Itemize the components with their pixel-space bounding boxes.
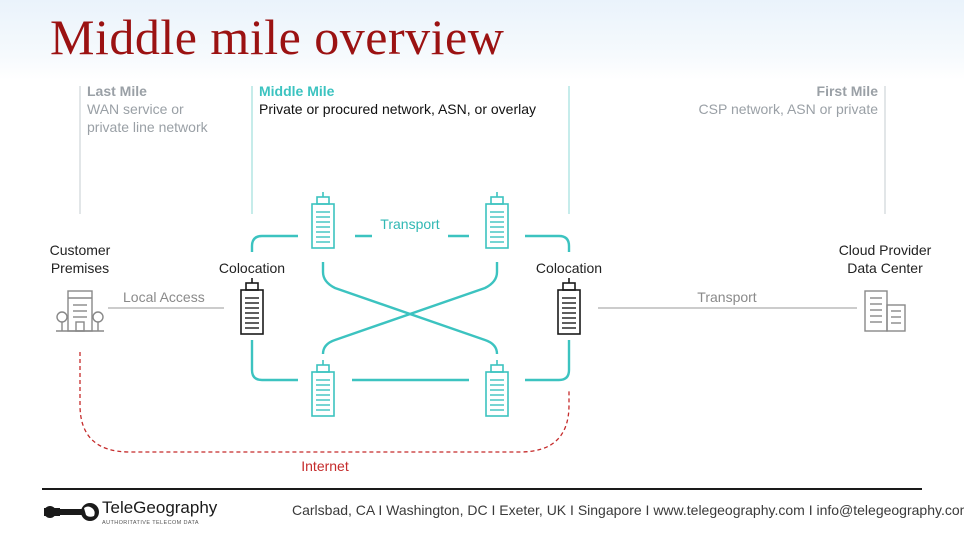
network-building-icon [485, 191, 509, 249]
footer-contact: Carlsbad, CA I Washington, DC I Exeter, … [292, 502, 964, 518]
colocation-left-label: Colocation [218, 260, 286, 276]
logo-brand: TeleGeography [102, 498, 218, 517]
last-mile-line2: private line network [87, 119, 208, 135]
colocation-building-icon [240, 277, 264, 335]
page-title: Middle mile overview [50, 9, 505, 65]
first-mile-heading: First Mile [816, 83, 878, 99]
middle-mile-heading: Middle Mile [259, 83, 335, 99]
telegeography-logo: TeleGeography AUTHORITATIVE TELECOM DATA [42, 498, 262, 534]
colocation-building-icon [557, 277, 581, 335]
local-access-label: Local Access [123, 289, 205, 305]
customer-building-icon [56, 290, 104, 332]
middle-mile-line1: Private or procured network, ASN, or ove… [259, 101, 537, 117]
globe-icon [44, 503, 99, 521]
network-building-icon [311, 191, 335, 249]
footer-divider [42, 488, 922, 490]
cloud-label-line2: Data Center [847, 260, 923, 276]
logo-tagline: AUTHORITATIVE TELECOM DATA [102, 520, 199, 526]
network-building-icon [311, 359, 335, 417]
colocation-right-label: Colocation [535, 260, 603, 276]
internet-path [79, 352, 570, 453]
customer-label-line2: Premises [50, 260, 110, 276]
transport-middle-label: Transport [380, 216, 440, 232]
last-mile-line1: WAN service or [87, 101, 184, 117]
first-mile-line1: CSP network, ASN or private [698, 101, 878, 117]
middle-mile-network [250, 234, 571, 382]
customer-label-line1: Customer [49, 242, 111, 258]
network-building-icon [485, 359, 509, 417]
cloud-label-line1: Cloud Provider [838, 242, 932, 258]
internet-label: Internet [301, 458, 349, 474]
cloud-datacenter-icon [864, 290, 906, 332]
title-band [0, 0, 964, 80]
transport-right-label: Transport [697, 289, 757, 305]
last-mile-heading: Last Mile [87, 83, 147, 99]
